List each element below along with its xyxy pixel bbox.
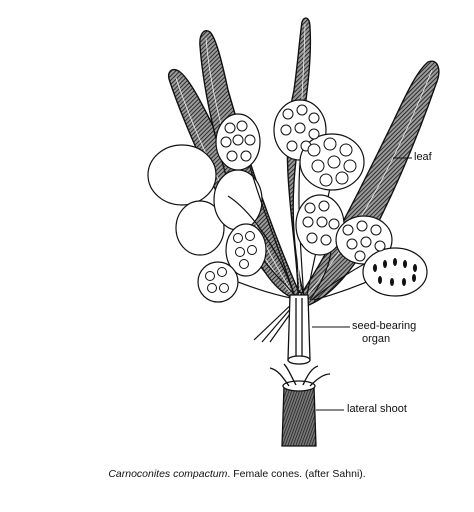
label-seed-bearing: seed-bearing	[352, 320, 417, 332]
label-leaf: leaf	[414, 151, 432, 163]
empty-cones	[147, 144, 263, 256]
leader-lines	[312, 157, 412, 411]
main-axis	[287, 294, 311, 365]
caption-text: . Female cones. (after Sahni).	[227, 468, 366, 480]
lateral-shoot	[269, 363, 331, 447]
right-cone-seeds	[373, 258, 417, 286]
seed-cells	[205, 104, 386, 293]
caption-species: Carnoconites compactum	[108, 468, 228, 480]
leaf-center	[286, 17, 312, 299]
label-lateral-shoot: lateral shoot	[347, 403, 407, 415]
label-organ: organ	[362, 333, 391, 345]
figure-caption: Carnoconites compactum. Female cones. (a…	[0, 468, 474, 480]
